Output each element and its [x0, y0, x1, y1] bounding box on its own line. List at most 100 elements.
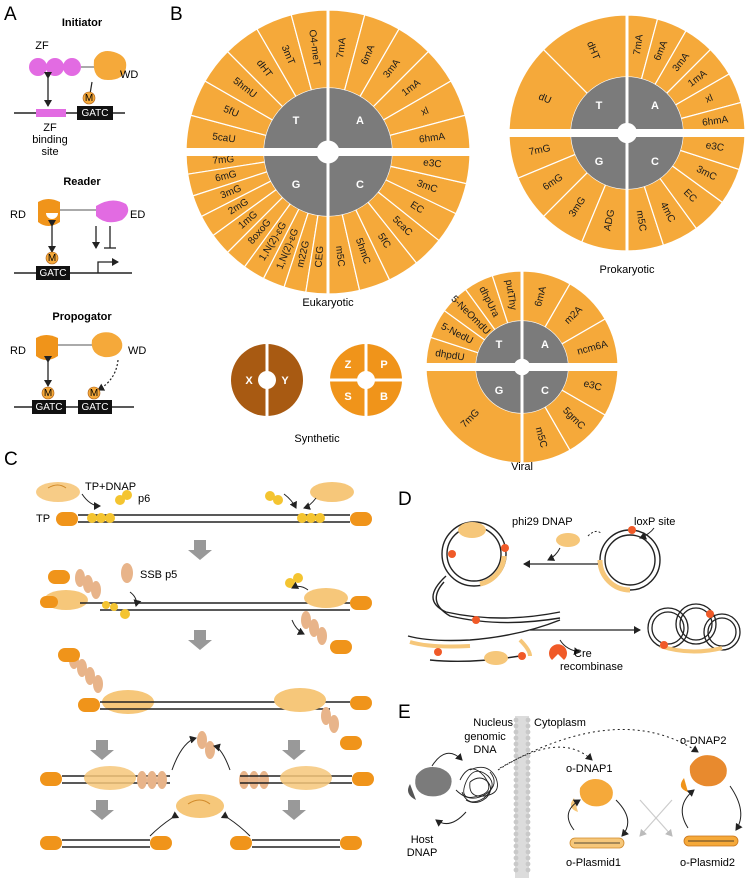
svg-text:o-DNAP2: o-DNAP2 — [680, 735, 726, 747]
reader-title: Reader — [63, 176, 101, 188]
eukaryotic-caption: Eukaryotic — [302, 297, 354, 309]
prokaryotic-caption: Prokaryotic — [599, 264, 655, 276]
svg-text:site: site — [41, 146, 58, 158]
svg-text:p6: p6 — [138, 493, 150, 505]
svg-text:GATC: GATC — [39, 268, 66, 279]
svg-text:RD: RD — [10, 209, 26, 221]
viral-modification-label: m5C — [533, 426, 549, 449]
eukaryotic-core-base: A — [356, 115, 364, 127]
svg-text:Y: Y — [281, 375, 289, 387]
svg-text:ED: ED — [130, 209, 145, 221]
svg-text:genomic: genomic — [464, 731, 506, 743]
synthetic-caption: Synthetic — [294, 433, 340, 445]
svg-text:Cre: Cre — [574, 648, 592, 660]
prokaryotic-core-base: A — [651, 100, 659, 112]
svg-text:DNA: DNA — [473, 744, 497, 756]
svg-text:recombinase: recombinase — [560, 661, 623, 673]
panel-e: E Nucleus Cytoplasm genomic DNA Host DNA… — [398, 702, 743, 878]
eukaryotic-modification-label: m5C — [333, 245, 346, 267]
cre-recombinase-icon — [549, 644, 567, 660]
svg-text:DNAP: DNAP — [407, 847, 438, 859]
initiator-zf-label: ZF — [35, 40, 49, 52]
host-dnap-shape — [415, 767, 452, 797]
panel-b-label: B — [170, 4, 183, 25]
terminal-protein — [56, 512, 78, 526]
prokaryotic-modification-label: xl — [704, 93, 715, 106]
svg-text:B: B — [380, 391, 388, 403]
panel-c: C TP+DNAP p6 TP SSB p5 — [4, 449, 374, 850]
zf-binding-site — [36, 109, 66, 117]
initiator-wd-label: WD — [120, 69, 138, 81]
eukaryotic-modification-label: 6hmA — [418, 131, 446, 145]
svg-text:GATC: GATC — [81, 108, 108, 119]
svg-text:Z: Z — [345, 359, 352, 371]
svg-text:o-Plasmid1: o-Plasmid1 — [566, 857, 621, 869]
prokaryotic-core-base: T — [596, 100, 603, 112]
viral-modification-label: e3C — [582, 378, 603, 393]
svg-text:RD: RD — [10, 345, 26, 357]
svg-text:o-Plasmid2: o-Plasmid2 — [680, 857, 735, 869]
eukaryotic-modification-label: CEG — [314, 245, 327, 268]
eukaryotic-modification-label: 5caU — [212, 131, 237, 145]
eukaryotic-modification-label: xl — [420, 105, 431, 118]
eukaryotic-core-base: T — [293, 115, 300, 127]
svg-text:GATC: GATC — [81, 402, 108, 413]
prokaryotic-modification-label: 6hmA — [702, 114, 730, 128]
svg-text:GATC: GATC — [35, 402, 62, 413]
svg-text:SSB p5: SSB p5 — [140, 569, 177, 581]
viral-core-base: G — [495, 385, 504, 397]
nuclear-membrane — [513, 716, 531, 878]
panel-e-label: E — [398, 702, 411, 723]
initiator-title: Initiator — [62, 17, 103, 29]
svg-text:ZF: ZF — [43, 122, 57, 134]
viral-core-base: T — [496, 339, 503, 351]
eukaryotic-core-base: C — [356, 179, 364, 191]
svg-text:M: M — [90, 388, 98, 399]
svg-text:M: M — [85, 93, 93, 104]
gatc-site — [77, 106, 113, 120]
eukaryotic-modification-label: e3C — [423, 157, 442, 170]
svg-text:loxP site: loxP site — [634, 516, 675, 528]
svg-text:binding: binding — [32, 134, 67, 146]
svg-text:M: M — [44, 388, 52, 399]
prokaryotic-modification-label: ADG — [602, 208, 617, 232]
viral-modification-label: 6mA — [533, 285, 549, 308]
viral-core-base: C — [541, 385, 549, 397]
svg-text:Cytoplasm: Cytoplasm — [534, 717, 586, 729]
effector-domain-shape — [96, 200, 129, 223]
svg-text:Host: Host — [411, 834, 434, 846]
prokaryotic-core: T A G C — [570, 77, 684, 189]
panel-a: A Initiator ZF WD M GATC ZF binding site… — [4, 4, 146, 414]
eukaryotic-modification-label: 7mA — [335, 37, 349, 59]
svg-text:P: P — [380, 359, 387, 371]
panel-c-label: C — [4, 449, 18, 470]
panel-a-label: A — [4, 4, 17, 25]
eukaryotic-modification-label: 6mG — [214, 169, 238, 185]
prokaryotic-modification-label: 7mG — [528, 143, 552, 158]
svg-text:S: S — [344, 391, 351, 403]
prokaryotic-core-base: G — [595, 156, 604, 168]
prokaryotic-modification-label: e3C — [705, 140, 725, 154]
eukaryotic-modification-label: 5fU — [222, 104, 241, 120]
viral-modification-label: putThy — [503, 279, 519, 311]
svg-text:phi29 DNAP: phi29 DNAP — [512, 516, 573, 528]
svg-text:TP: TP — [36, 513, 50, 525]
synthetic-xy-disc: X Y — [231, 344, 303, 416]
prokaryotic-modification-label: m5C — [634, 210, 648, 233]
panel-d-label: D — [398, 489, 412, 510]
svg-text:X: X — [245, 375, 253, 387]
o-dnap2-shape — [689, 755, 727, 787]
reader-gatc-site — [36, 266, 70, 280]
genomic-dna-tangle — [455, 766, 498, 803]
svg-text:Nucleus: Nucleus — [473, 717, 513, 729]
panel-d: D phi29 DNAP loxP site Cre re — [398, 489, 741, 673]
methyl-mark — [82, 91, 96, 105]
prokaryotic-core-base: C — [651, 156, 659, 168]
o-dnap1-shape — [579, 779, 613, 807]
